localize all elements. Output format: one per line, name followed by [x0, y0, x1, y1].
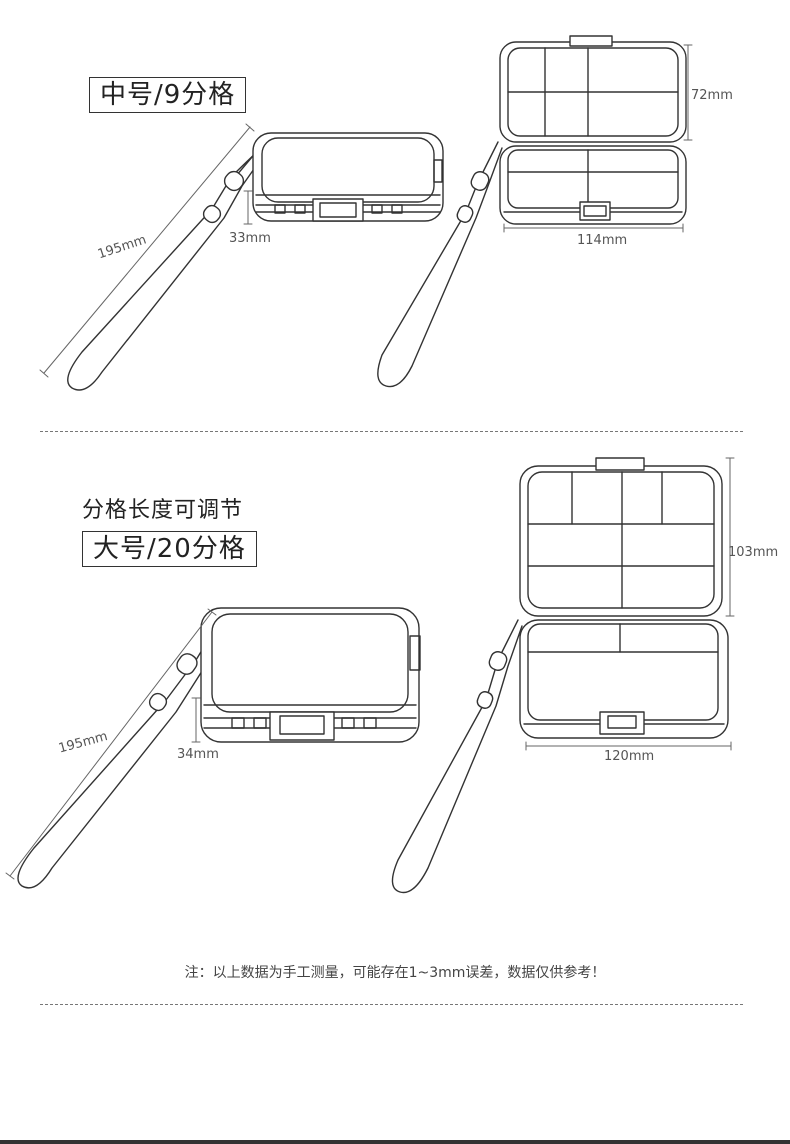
medium-box-open [377, 35, 687, 388]
measurement-note: 注：以上数据为手工测量，可能存在1~3mm误差，数据仅供参考！ [184, 965, 606, 981]
large-height-label: 34mm [177, 747, 219, 762]
medium-dimension-lines [39, 44, 693, 378]
medium-height-label: 33mm [229, 231, 271, 246]
footer-divider [40, 1004, 743, 1005]
bottom-border [0, 1140, 790, 1144]
large-dimension-lines [5, 457, 735, 880]
medium-width-label: 114mm [577, 233, 628, 248]
medium-box-closed [67, 132, 444, 391]
large-box-open [391, 457, 729, 894]
large-size-label: 大号/20分格 [82, 531, 257, 567]
medium-size-label: 中号/9分格 [89, 77, 247, 113]
adjustable-compartments-heading: 分格长度可调节 [82, 498, 244, 523]
large-box-closed [17, 607, 421, 889]
section-divider [40, 431, 743, 432]
large-depth-label: 103mm [728, 545, 779, 560]
medium-depth-label: 72mm [691, 88, 733, 103]
large-width-label: 120mm [604, 749, 655, 764]
